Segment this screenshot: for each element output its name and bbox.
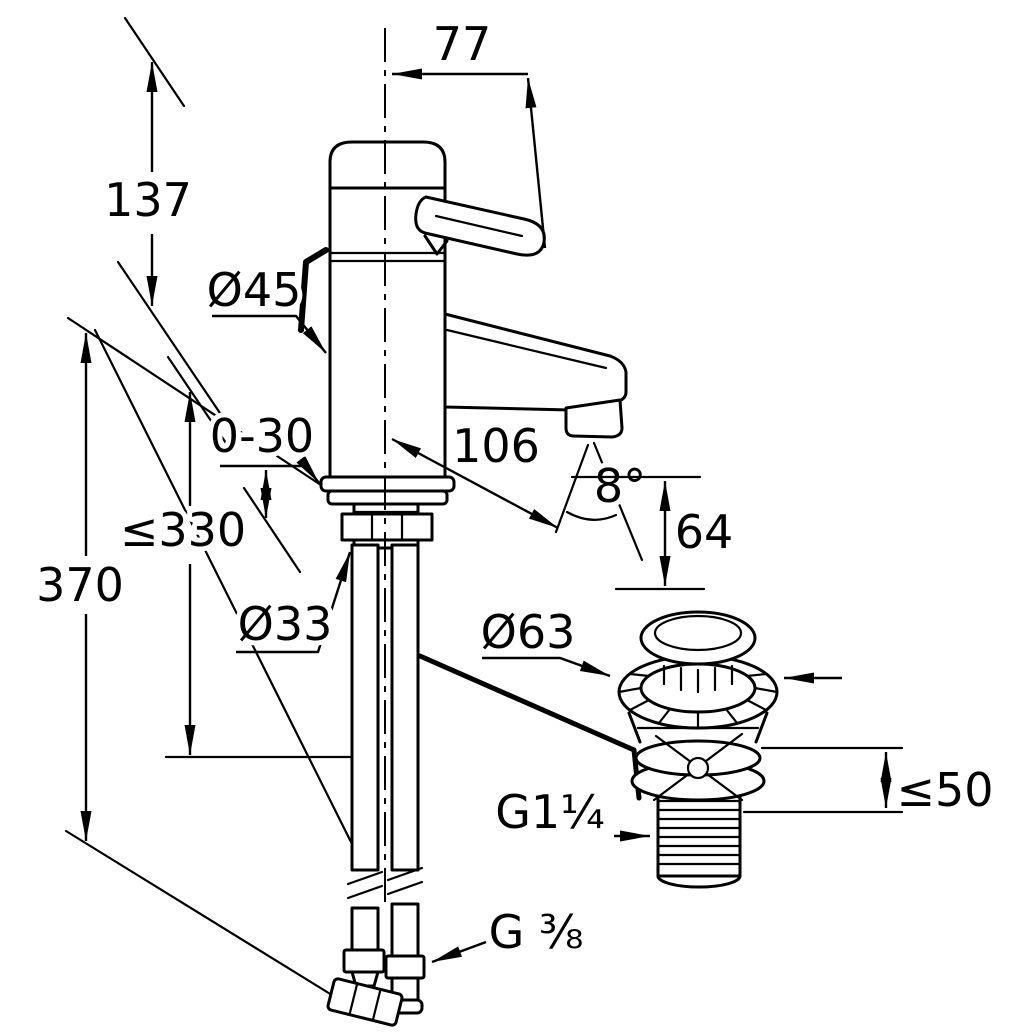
- dim-50: ≤50: [742, 746, 999, 822]
- dim-label-64: 64: [675, 505, 734, 559]
- hose-connectors: [326, 948, 426, 1027]
- dim-label-g114: G1¼: [495, 785, 605, 839]
- dim-label-77: 77: [433, 17, 492, 71]
- dim-thread-g38: G ⅜: [431, 900, 588, 964]
- dimensions: 77 137 370 ≤330 0-30 Ø45: [31, 12, 999, 964]
- dim-label-106: 106: [452, 419, 540, 473]
- projection-lines: [64, 16, 358, 1002]
- supply-hoses: [346, 543, 424, 960]
- drain-cap: [639, 610, 757, 666]
- flange-slots-ring: [617, 672, 779, 730]
- dim-label-137: 137: [104, 173, 192, 227]
- dim-370: 370: [31, 333, 129, 841]
- faucet: [298, 140, 628, 1027]
- dim-label-45: Ø45: [207, 263, 302, 317]
- dim-diameter-33: Ø33: [233, 551, 352, 656]
- dim-137: 137: [99, 62, 197, 306]
- drain-flange: [617, 654, 779, 730]
- drain-rod-hole: [686, 756, 710, 780]
- flange-inner-slots: [662, 664, 734, 694]
- drain-body: [627, 711, 769, 802]
- popup-linkage-rod: [417, 653, 642, 801]
- dim-label-63: Ø63: [481, 605, 576, 659]
- dim-77: 77: [392, 12, 547, 249]
- left-connector-nut: [326, 977, 404, 1027]
- left-connector-ferrule: [342, 948, 386, 974]
- aerator: [564, 398, 624, 439]
- dim-label-330: ≤330: [120, 503, 246, 557]
- dim-label-8deg: 8°: [594, 459, 646, 513]
- dim-diameter-63: Ø63: [476, 600, 842, 684]
- dim-106: 106: [391, 414, 590, 534]
- dim-label-g38: G ⅜: [489, 905, 584, 959]
- right-connector-ferrule: [384, 954, 426, 980]
- drain-assembly: [617, 610, 779, 889]
- faucet-spout: [443, 312, 628, 412]
- dim-330: ≤330: [115, 392, 354, 759]
- dim-label-370: 370: [36, 558, 124, 612]
- base-flange-ring: [326, 489, 449, 506]
- dim-angle-8: 8°: [565, 441, 651, 562]
- dim-label-0-30: 0-30: [210, 409, 314, 463]
- dim-label-50: ≤50: [896, 763, 993, 817]
- base-flange-top: [319, 475, 456, 493]
- drain-tailpipe: [656, 790, 742, 889]
- mounting-nut: [340, 512, 434, 542]
- side-rod: [298, 247, 329, 333]
- faucet-cap: [328, 140, 447, 190]
- dim-thread-g114: G1¼: [490, 780, 650, 844]
- dim-0-30: 0-30: [205, 404, 320, 518]
- mounting-shank: [340, 502, 434, 550]
- dim-diameter-45: Ø45: [202, 258, 327, 354]
- dim-64: 64: [570, 475, 738, 591]
- dim-label-33: Ø33: [238, 597, 333, 651]
